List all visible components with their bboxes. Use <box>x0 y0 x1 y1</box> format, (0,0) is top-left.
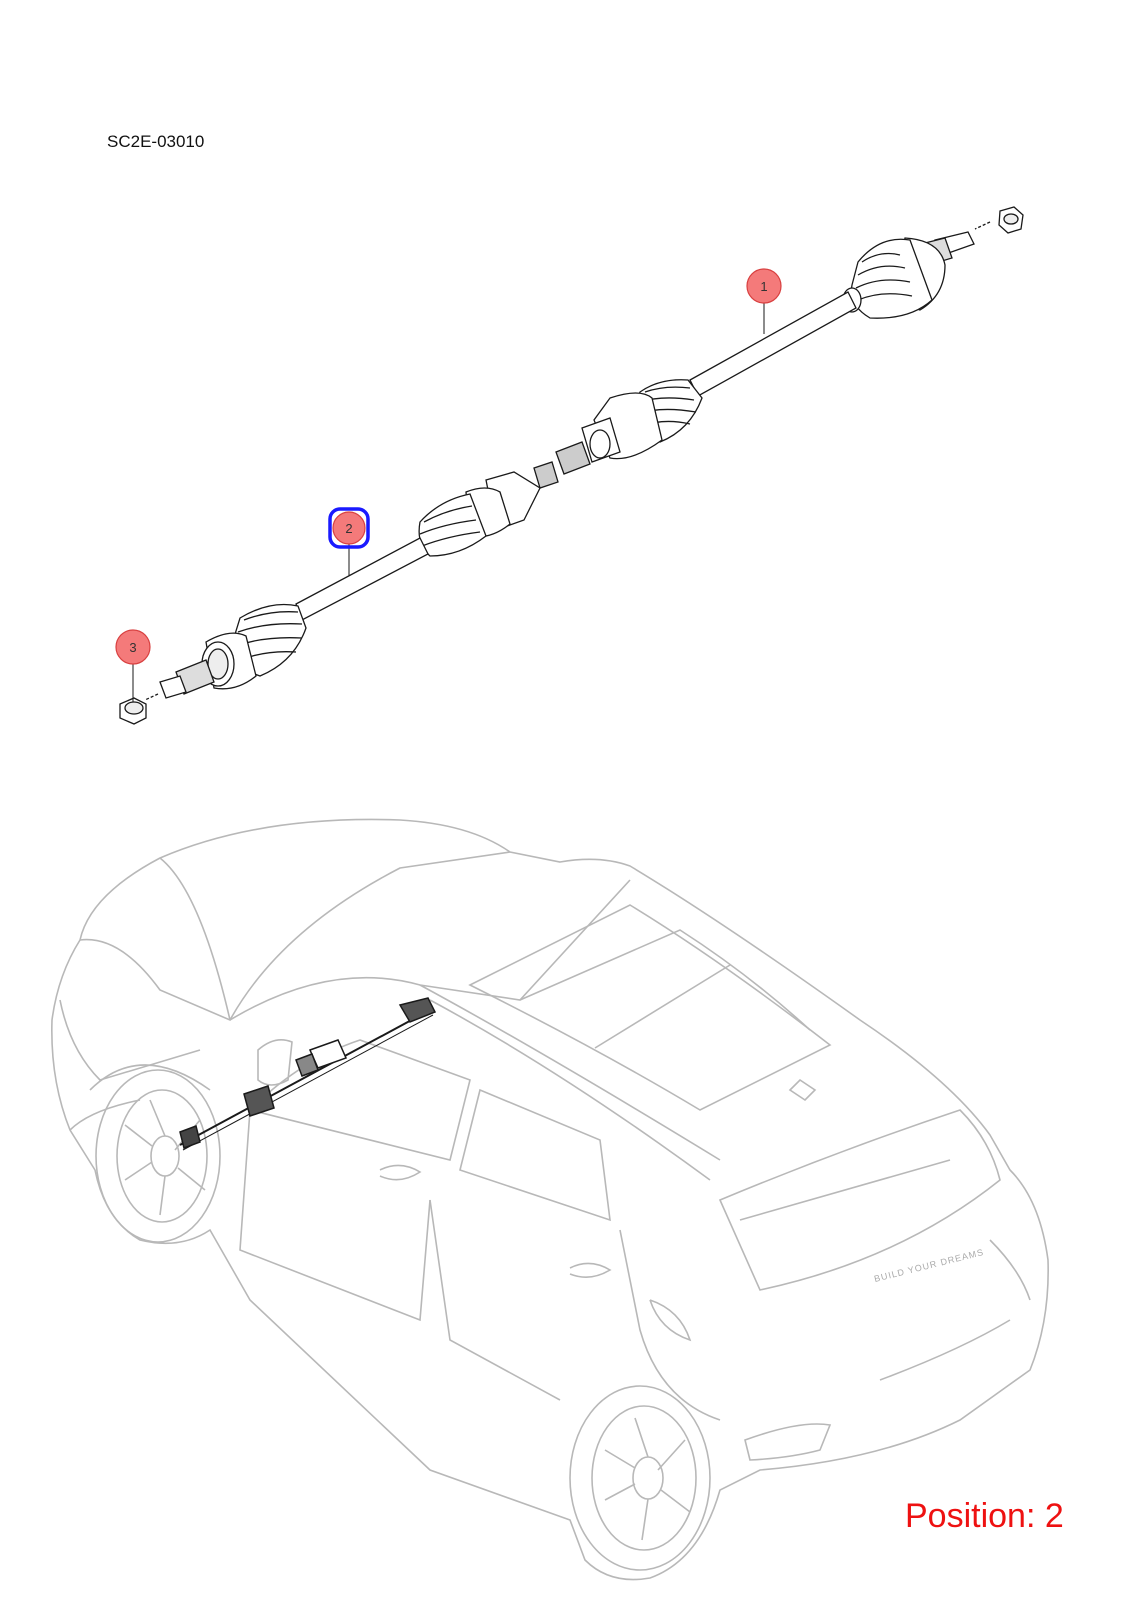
left-hub-nut[interactable] <box>119 697 147 725</box>
right-drive-shaft[interactable] <box>689 291 857 397</box>
rear-wheel <box>569 1385 711 1571</box>
selection-outline <box>328 507 370 549</box>
left-drive-shaft[interactable] <box>295 537 429 621</box>
callout-1-label: 1 <box>760 279 767 294</box>
callout-2[interactable]: 2 <box>328 507 370 549</box>
left-outer-cv-joint[interactable] <box>201 603 307 690</box>
right-outer-cv-joint[interactable] <box>842 237 946 319</box>
drive-shaft-assembly <box>119 206 1024 725</box>
vehicle-badge-text: BUILD YOUR DREAMS <box>873 1247 985 1284</box>
diagram-code: SC2E-03010 <box>107 132 205 151</box>
vehicle-locator <box>51 818 1049 1581</box>
callout-3-label: 3 <box>129 640 136 655</box>
vehicle-drive-shaft-highlight <box>179 997 437 1151</box>
callout-1[interactable]: 1 <box>746 268 782 304</box>
left-inner-boot[interactable] <box>418 493 487 557</box>
right-inner-boot[interactable] <box>581 379 703 463</box>
position-label: Position: 2 <box>905 1497 1064 1535</box>
callout-2-label: 2 <box>345 521 352 536</box>
front-wheel <box>89 1064 221 1243</box>
right-hub-nut[interactable] <box>974 206 1024 234</box>
callout-3[interactable]: 3 <box>115 629 151 665</box>
